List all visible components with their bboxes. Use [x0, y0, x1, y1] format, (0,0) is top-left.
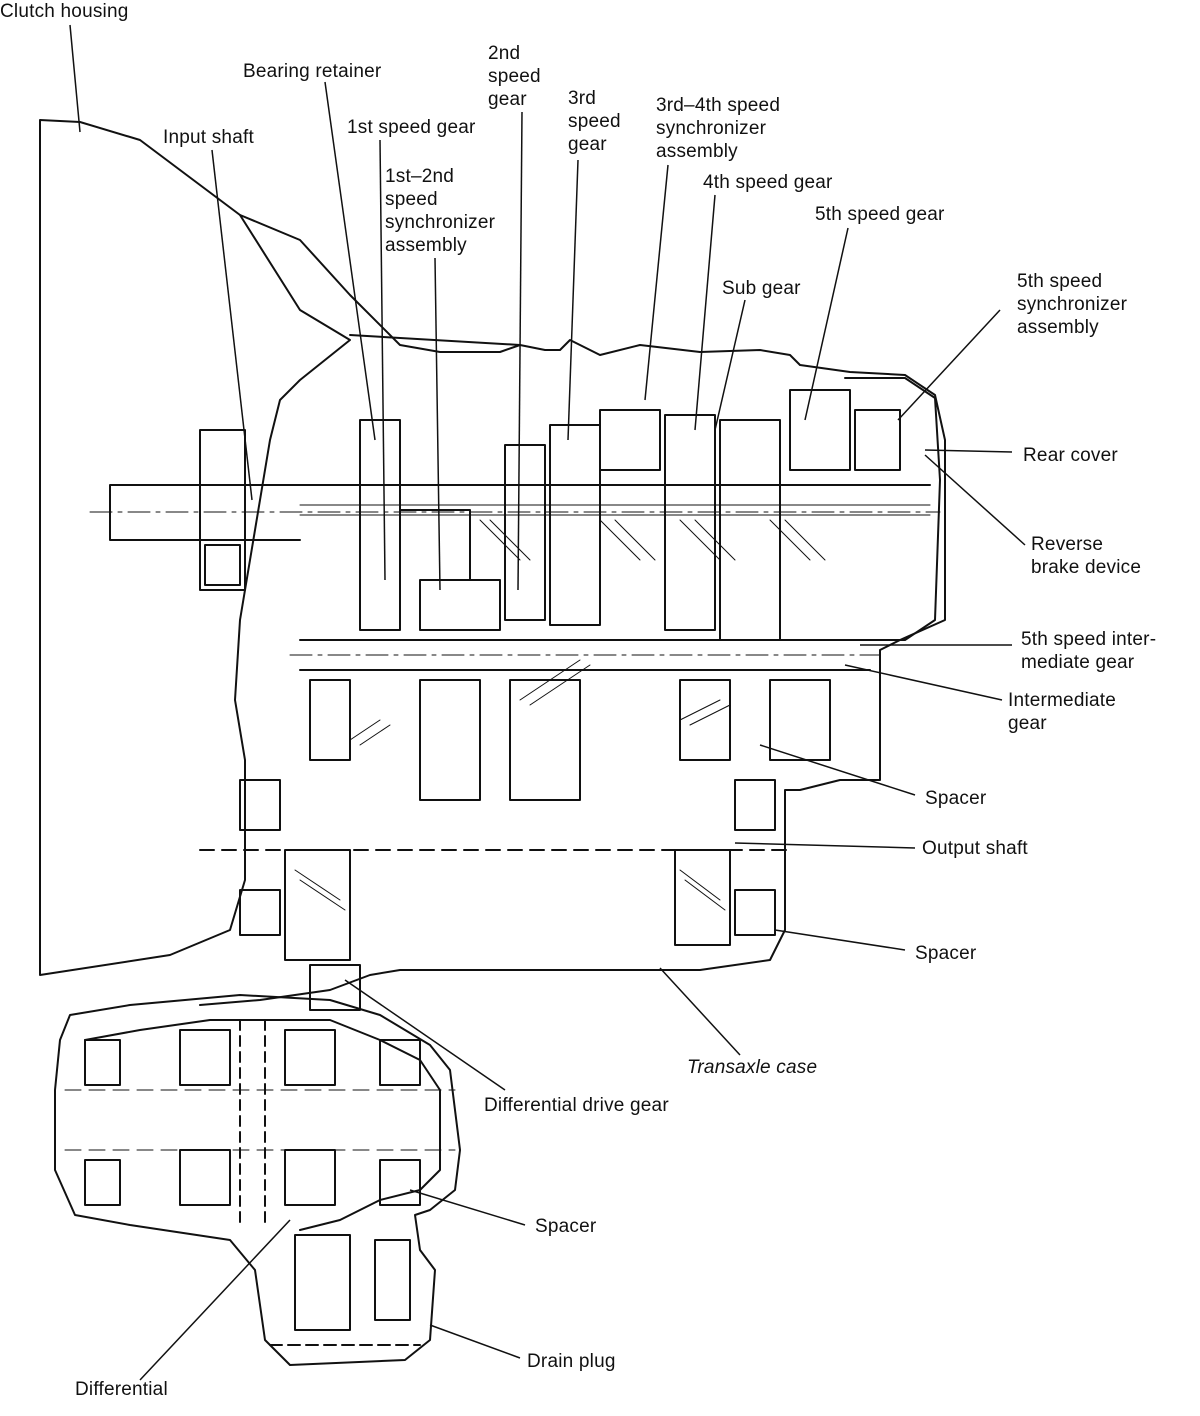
label-fourth-speed-gear: 4th speed gear — [703, 172, 833, 193]
label-reverse-brake: Reverse brake device — [1031, 534, 1142, 578]
label-fifth-speed-gear: 5th speed gear — [815, 204, 945, 225]
first-speed-gear-shape — [359, 419, 401, 631]
third-speed-gear-shape — [549, 424, 601, 626]
sub-gear-shape — [719, 419, 781, 641]
clutch-housing-outline — [39, 119, 351, 976]
label-second-speed-gear: 2nd speed gear — [488, 43, 541, 110]
fourth-speed-gear-shape — [664, 414, 716, 631]
sync-3-4-shape — [599, 409, 661, 471]
second-speed-gear-shape — [504, 444, 546, 621]
label-clutch-housing: Clutch housing — [0, 1, 129, 22]
label-third-speed-gear: 3rd speed gear — [568, 88, 621, 155]
label-transaxle-case: Transaxle case — [687, 1057, 818, 1078]
intermediate-shaft — [299, 639, 871, 671]
label-fifth-sync: 5th speed synchronizer assembly — [1017, 271, 1128, 338]
label-rear-cover: Rear cover — [1023, 445, 1118, 466]
label-differential: Differential — [75, 1379, 168, 1400]
sync-1-2-shape — [419, 579, 501, 631]
label-spacer-lower: Spacer — [915, 943, 977, 964]
label-intermediate-gear: Intermediate gear — [1008, 690, 1117, 734]
transaxle-case-outline — [199, 334, 946, 1006]
label-input-shaft: Input shaft — [163, 127, 254, 148]
label-spacer-diff: Spacer — [535, 1216, 597, 1237]
label-sync-3-4: 3rd–4th speed synchronizer assembly — [656, 95, 781, 162]
label-sync-1-2: 1st–2nd speed synchronizer assembly — [385, 166, 496, 256]
label-bearing-retainer: Bearing retainer — [243, 61, 382, 82]
label-first-speed-gear: 1st speed gear — [347, 117, 476, 138]
label-fifth-intermediate: 5th speed inter- mediate gear — [1021, 629, 1157, 673]
label-differential-drive-gear: Differential drive gear — [484, 1095, 669, 1116]
label-drain-plug: Drain plug — [527, 1351, 616, 1372]
label-output-shaft: Output shaft — [922, 838, 1028, 859]
label-sub-gear: Sub gear — [722, 278, 801, 299]
fifth-speed-gear-shape — [789, 389, 851, 471]
rear-cover-outline — [844, 377, 941, 641]
differential-housing — [54, 994, 461, 1366]
leader-lines — [69, 24, 1026, 1381]
label-spacer-upper: Spacer — [925, 788, 987, 809]
